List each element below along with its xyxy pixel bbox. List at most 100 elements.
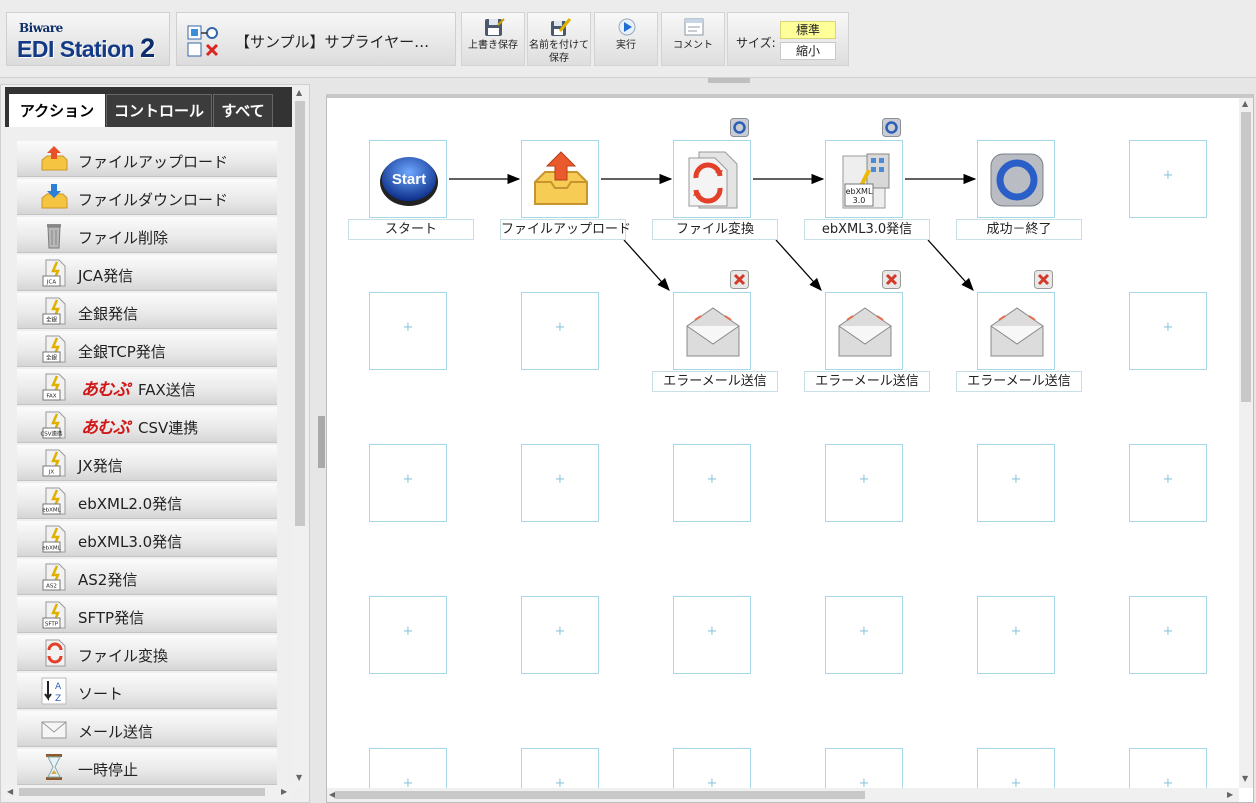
tab-all[interactable]: すべて	[213, 94, 273, 127]
empty-flow-cell[interactable]	[1129, 444, 1207, 522]
empty-flow-cell[interactable]	[521, 596, 599, 674]
empty-flow-cell[interactable]	[673, 596, 751, 674]
canvas-scroll-up-icon[interactable]: ▲	[1242, 99, 1249, 108]
comment-button[interactable]: コメント	[661, 12, 725, 66]
action-item-zengin[interactable]: 全銀全銀発信	[17, 293, 277, 329]
empty-flow-cell[interactable]	[977, 444, 1055, 522]
empty-flow-cell[interactable]	[673, 444, 751, 522]
action-item-file-convert[interactable]: ファイル変換	[17, 635, 277, 671]
error-branch-icon[interactable]	[882, 270, 901, 289]
action-item-file-download[interactable]: ファイルダウンロード	[17, 179, 277, 215]
empty-flow-cell[interactable]	[977, 748, 1055, 788]
document-tab[interactable]: 【サンプル】サプライヤー…	[176, 12, 456, 66]
empty-flow-cell[interactable]	[369, 292, 447, 370]
empty-flow-cell[interactable]	[825, 444, 903, 522]
node-label[interactable]: 成功－終了	[956, 219, 1082, 240]
success-branch-icon[interactable]	[730, 118, 749, 137]
action-label: ファイル削除	[78, 229, 169, 247]
scroll-left-icon[interactable]: ◀	[7, 787, 14, 796]
node-file-upload[interactable]	[521, 140, 599, 218]
save-button[interactable]: 上書き保存	[461, 12, 525, 66]
horizontal-splitter-handle[interactable]	[708, 78, 750, 83]
canvas-vertical-scrollbar[interactable]: ▲ ▼	[1239, 98, 1253, 788]
tab-controls[interactable]: コントロール	[106, 94, 212, 127]
canvas-scroll-thumb[interactable]	[1241, 112, 1251, 402]
app-logo: Biware EDI Station 2	[6, 12, 170, 66]
action-item-zengin-tcp[interactable]: 全銀全銀TCP発信	[17, 331, 277, 367]
empty-flow-cell[interactable]	[369, 596, 447, 674]
node-error-mail[interactable]	[673, 292, 751, 370]
canvas-scroll-right-icon[interactable]: ▶	[1227, 790, 1234, 799]
node-error-mail[interactable]	[977, 292, 1055, 370]
error-branch-icon[interactable]	[1034, 270, 1053, 289]
empty-flow-cell[interactable]	[977, 596, 1055, 674]
empty-flow-cell[interactable]	[521, 292, 599, 370]
empty-flow-cell[interactable]	[1129, 748, 1207, 788]
palette-vertical-scrollbar[interactable]: ▲ ▼	[293, 87, 307, 787]
node-file-convert[interactable]	[673, 140, 751, 218]
empty-flow-cell[interactable]	[369, 748, 447, 788]
action-item-mail[interactable]: メール送信	[17, 711, 277, 747]
node-label[interactable]: ebXML3.0発信	[804, 219, 930, 240]
node-label[interactable]: エラーメール送信	[956, 371, 1082, 392]
canvas-hscroll-thumb[interactable]	[335, 791, 865, 799]
canvas-horizontal-scrollbar[interactable]: ◀ ▶	[327, 788, 1239, 802]
empty-flow-cell[interactable]	[825, 596, 903, 674]
canvas-scroll-left-icon[interactable]: ◀	[329, 790, 336, 799]
success-branch-icon[interactable]	[882, 118, 901, 137]
zengin-icon: 全銀	[39, 296, 69, 326]
error-branch-icon[interactable]	[730, 270, 749, 289]
aml-logo-icon: あむぷ	[81, 418, 130, 438]
action-item-file-upload[interactable]: ファイルアップロード	[17, 141, 277, 177]
empty-flow-cell[interactable]	[1129, 292, 1207, 370]
save-as-button[interactable]: 名前を付けて保存	[527, 12, 591, 66]
action-label: SFTP発信	[78, 609, 145, 627]
vertical-splitter-handle[interactable]	[318, 416, 325, 468]
node-label[interactable]: エラーメール送信	[804, 371, 930, 392]
tab-actions[interactable]: アクション	[9, 94, 105, 127]
empty-flow-cell[interactable]	[521, 444, 599, 522]
action-item-trash[interactable]: ファイル削除	[17, 217, 277, 253]
node-error-mail[interactable]	[825, 292, 903, 370]
action-palette: アクション コントロール すべて ファイルアップロードファイルダウンロードファイ…	[0, 84, 310, 803]
palette-horizontal-scrollbar[interactable]: ◀ ▶	[5, 785, 292, 799]
empty-flow-cell[interactable]	[1129, 596, 1207, 674]
scroll-down-icon[interactable]: ▼	[296, 773, 303, 782]
size-small-option[interactable]: 縮小	[780, 42, 836, 60]
size-standard-option[interactable]: 標準	[780, 21, 836, 39]
empty-flow-cell[interactable]	[369, 444, 447, 522]
scroll-up-icon[interactable]: ▲	[296, 88, 303, 97]
floppy-pencil-icon	[551, 18, 572, 36]
node-start[interactable]: Start	[369, 140, 447, 218]
empty-flow-cell[interactable]	[1129, 140, 1207, 218]
palette-scroll-thumb[interactable]	[295, 101, 305, 526]
palette-hscroll-thumb[interactable]	[19, 788, 265, 796]
action-label: ソート	[78, 685, 124, 703]
node-label[interactable]: エラーメール送信	[652, 371, 778, 392]
node-label[interactable]: ファイル変換	[652, 219, 778, 240]
node-label[interactable]: ファイルアップロード	[500, 219, 631, 240]
empty-flow-cell[interactable]	[825, 748, 903, 788]
scroll-right-icon[interactable]: ▶	[281, 787, 288, 796]
empty-flow-cell[interactable]	[673, 748, 751, 788]
node-label[interactable]: スタート	[348, 219, 474, 240]
svg-text:JX: JX	[48, 470, 55, 476]
action-item-hourglass[interactable]: 一時停止	[17, 749, 277, 785]
node-success-end[interactable]	[977, 140, 1055, 218]
brand-name: Biware	[19, 21, 63, 35]
action-label: ファイル変換	[78, 647, 169, 665]
run-button[interactable]: 実行	[594, 12, 658, 66]
empty-flow-cell[interactable]	[521, 748, 599, 788]
canvas-scroll-down-icon[interactable]: ▼	[1242, 774, 1249, 783]
